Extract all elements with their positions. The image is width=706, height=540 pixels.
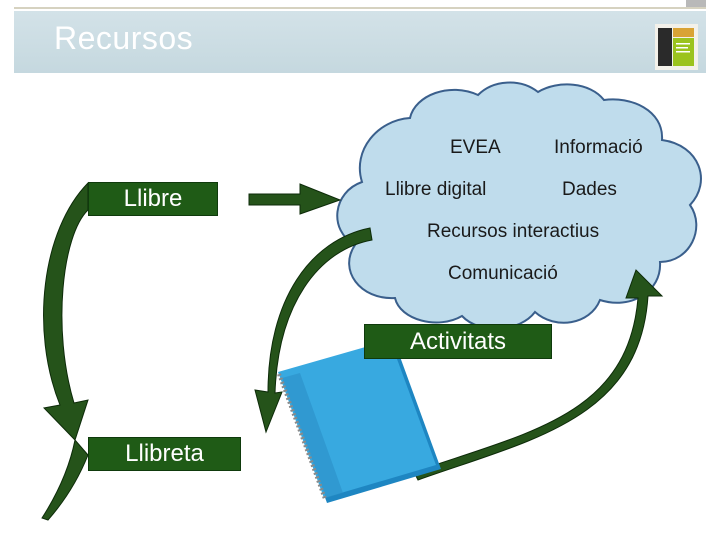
arrow-cloud-to-llibreta — [254, 227, 373, 434]
cloud-shape — [336, 81, 702, 330]
label-llibreta: Llibreta — [88, 437, 241, 471]
label-activitats: Activitats — [364, 324, 552, 359]
corner-icon — [686, 0, 706, 7]
arrow-notebook-to-cloud — [413, 269, 664, 481]
arrow-llibre-to-cloud — [248, 183, 342, 215]
arrow-llibreta-tail — [41, 438, 89, 521]
top-rule — [14, 7, 706, 9]
slide-header: Recursos — [14, 11, 706, 75]
cloud-item-comunicacio: Comunicació — [448, 263, 558, 284]
notebook-spiral — [277, 373, 327, 500]
cloud-item-recursos-interactius: Recursos interactius — [427, 221, 600, 242]
label-llibre: Llibre — [88, 182, 218, 216]
cloud-item-dades: Dades — [562, 179, 617, 200]
cloud-item-evea: EVEA — [450, 137, 501, 158]
notebook-icon — [278, 340, 441, 503]
arrow-llibre-to-llibreta — [42, 181, 89, 441]
slide-title: Recursos — [54, 20, 194, 56]
cloud-item-llibre-digital: Llibre digital — [385, 179, 487, 200]
logo-icon — [655, 24, 698, 70]
cloud-item-informacio: Informació — [554, 137, 643, 158]
